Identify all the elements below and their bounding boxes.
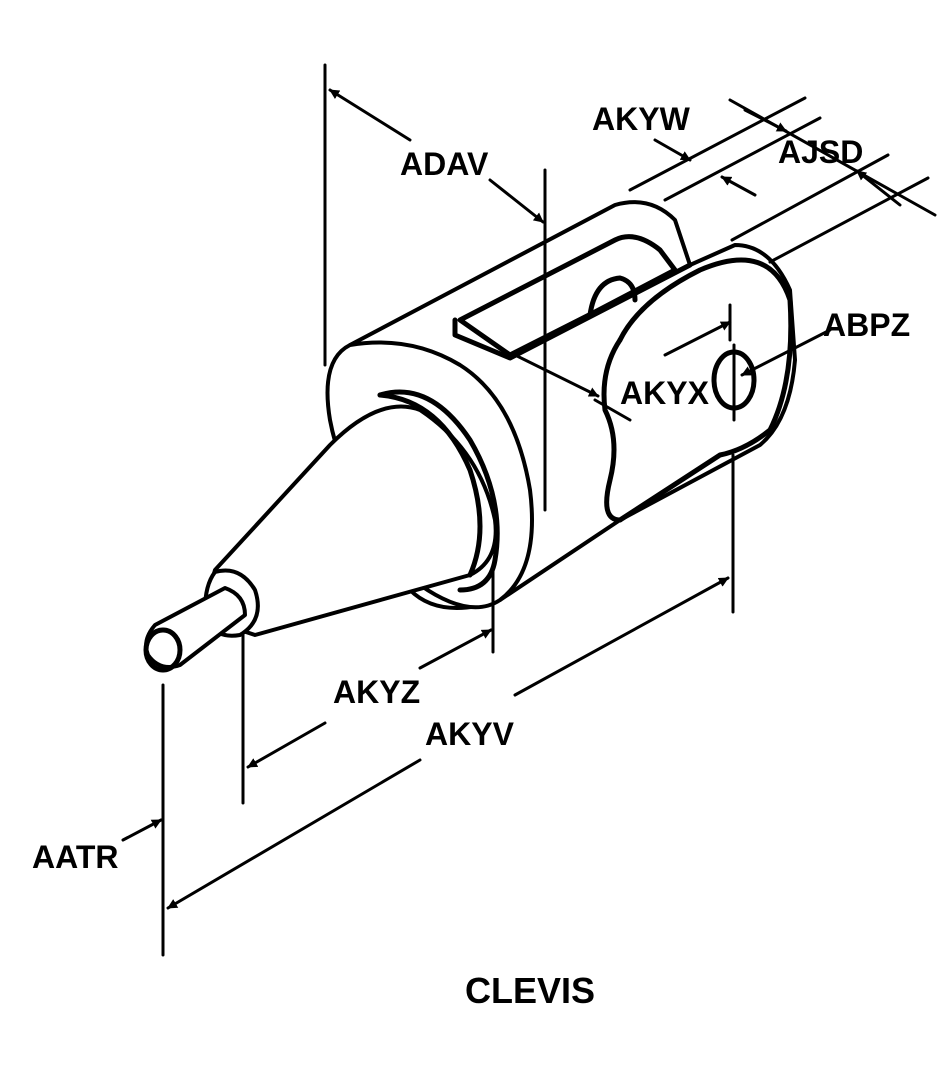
label-adav: ADAV [400,146,489,182]
dimension-lines [121,63,937,957]
label-abpz: ABPZ [823,307,910,343]
flange-inner [377,389,500,593]
label-ajsd: AJSD [778,134,863,170]
lug-edge [601,337,623,523]
clevis-lug-right [617,257,794,523]
cone-shoulder [377,392,483,578]
label-akyw: AKYW [592,101,691,137]
shaft-end [143,627,183,673]
label-akyv: AKYV [425,716,515,752]
label-akyz: AKYZ [333,674,420,710]
clevis-slot [452,262,693,361]
figure-title: CLEVIS [465,970,595,1011]
clevis-part [143,200,797,673]
label-akyx: AKYX [620,375,710,411]
shaft [144,586,247,669]
label-aatr: AATR [32,839,119,875]
far-lug-hole [587,275,638,318]
